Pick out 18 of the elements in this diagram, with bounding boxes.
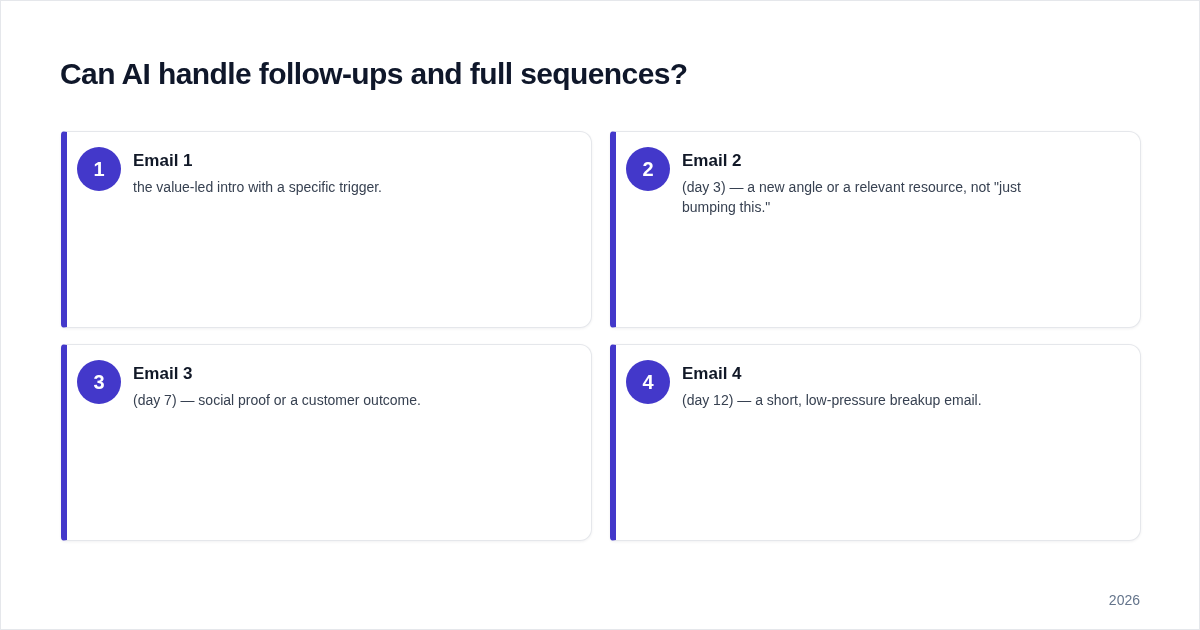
card-description: (day 12) — a short, low-pressure breakup email. <box>682 391 983 410</box>
card-description: (day 3) — a new angle or a relevant resource, not "just bumping this." <box>682 178 1022 217</box>
email-card <box>61 131 592 328</box>
card-heading: Email 3 <box>133 363 194 385</box>
card-description: (day 7) — social proof or a customer outcome. <box>133 391 422 410</box>
card-description: the value-led intro with a specific trigger. <box>133 178 383 197</box>
email-card <box>610 131 1141 328</box>
email-card <box>61 344 592 541</box>
year-label: 2026 <box>1108 591 1140 609</box>
step-number: 4 <box>626 360 670 404</box>
step-number: 1 <box>77 147 121 191</box>
card-heading: Email 1 <box>133 150 194 172</box>
email-card <box>610 344 1141 541</box>
step-number: 3 <box>77 360 121 404</box>
card-heading: Email 2 <box>682 150 743 172</box>
step-number: 2 <box>626 147 670 191</box>
page-title: Can AI handle follow-ups and full sequences? <box>60 56 688 92</box>
card-heading: Email 4 <box>682 363 743 385</box>
